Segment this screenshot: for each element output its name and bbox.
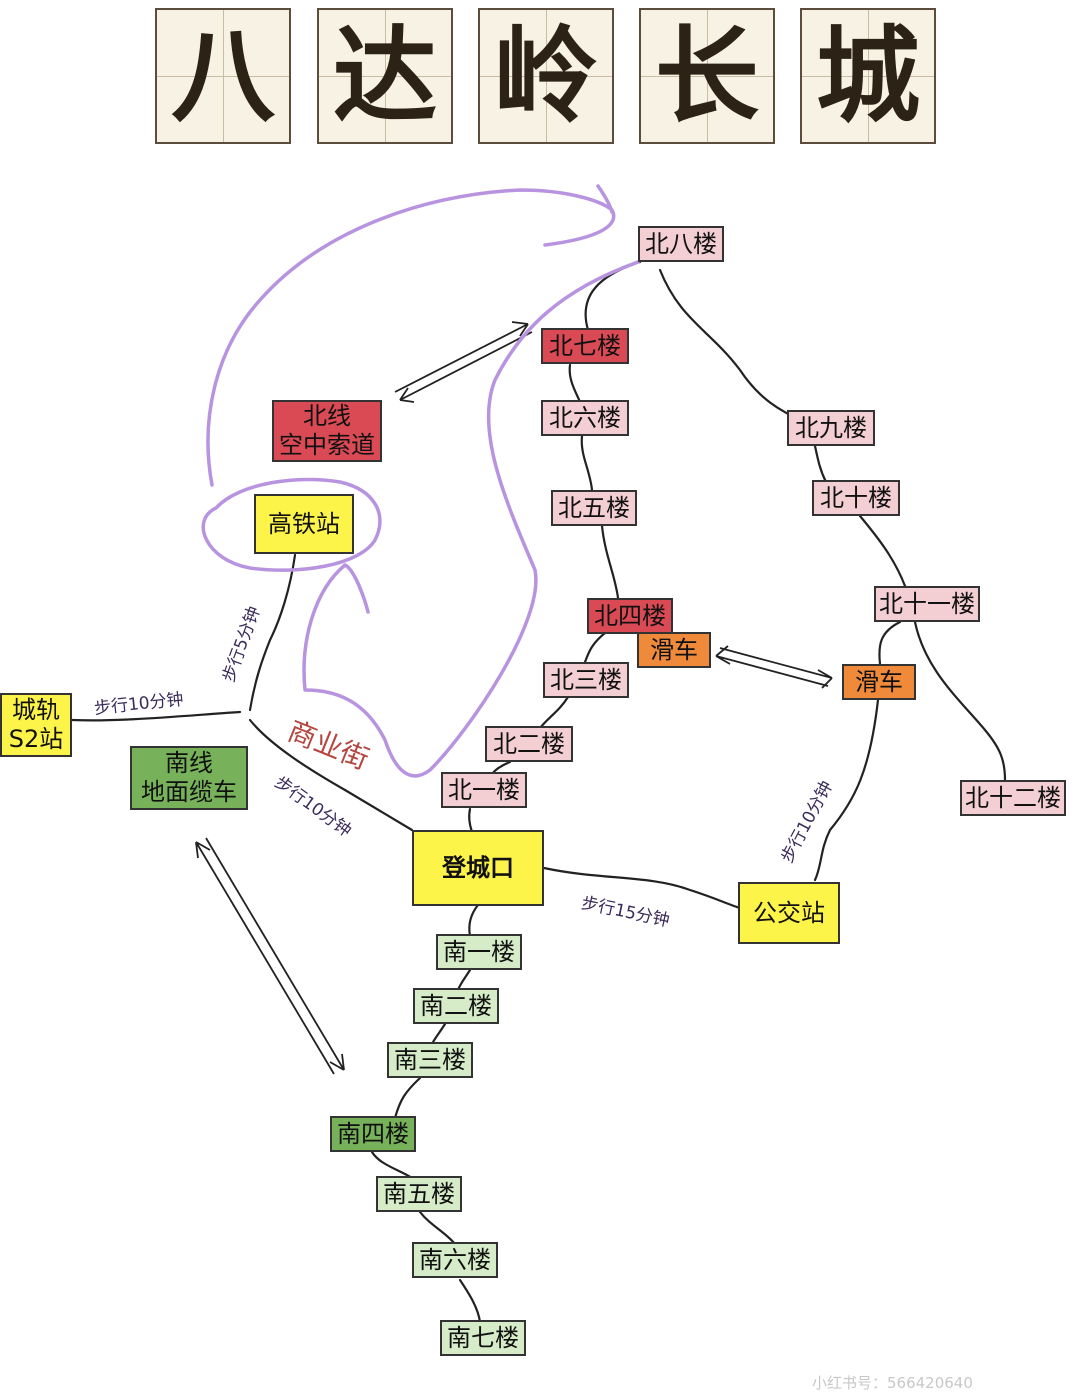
tower-south-7: 南七楼 — [440, 1320, 526, 1356]
tower-north-3: 北三楼 — [543, 662, 629, 698]
tower-north-9: 北九楼 — [787, 410, 875, 446]
path-n3-n2 — [538, 695, 570, 730]
path-s6-s7 — [458, 1278, 482, 1324]
title-char-4: 长 — [639, 8, 775, 144]
tower-north-5: 北五楼 — [551, 490, 637, 526]
tower-north-1: 北一楼 — [441, 772, 527, 808]
path-slide2-bus — [813, 698, 880, 882]
path-s1-s2 — [456, 968, 472, 992]
south-cableway: 南线 地面缆车 — [130, 746, 248, 810]
tower-north-11: 北十一楼 — [874, 586, 980, 622]
tower-north-2: 北二楼 — [485, 726, 573, 762]
title-row: 八 达 岭 长 城 — [0, 0, 1080, 160]
arrow-north-cable — [394, 321, 533, 403]
path-s3-s4 — [393, 1076, 422, 1120]
tower-north-6: 北六楼 — [541, 400, 629, 436]
path-n5-n4 — [600, 524, 620, 600]
high-speed-rail-station: 高铁站 — [254, 494, 354, 554]
path-n6-n5 — [580, 434, 594, 492]
arrow-south-cable — [195, 837, 345, 1075]
tower-south-4: 南四楼 — [330, 1116, 416, 1152]
path-n11-slide2 — [878, 620, 902, 666]
highlight-inner-route — [302, 260, 640, 778]
path-n10-n11 — [858, 514, 907, 588]
path-s2-junction — [70, 710, 242, 722]
tower-north-10: 北十楼 — [812, 480, 900, 516]
arrow-slide — [715, 645, 833, 689]
title-char-3: 岭 — [478, 8, 614, 144]
slide-station-1: 滑车 — [637, 632, 711, 668]
tower-south-6: 南六楼 — [412, 1242, 498, 1278]
path-s5-s6 — [418, 1210, 457, 1246]
path-entrance-s1 — [468, 903, 480, 938]
tower-south-5: 南五楼 — [376, 1176, 462, 1212]
title-char-1: 八 — [155, 8, 291, 144]
path-n9-n10 — [813, 444, 828, 484]
tower-north-7: 北七楼 — [541, 328, 629, 364]
tower-south-1: 南一楼 — [436, 934, 522, 970]
tower-north-8: 北八楼 — [638, 226, 724, 262]
tower-south-3: 南三楼 — [387, 1042, 473, 1078]
path-n7-n6 — [568, 363, 582, 404]
highlight-loop — [206, 188, 616, 487]
slide-station-2: 滑车 — [842, 664, 916, 700]
title-char-5: 城 — [800, 8, 936, 144]
path-n11-n12 — [913, 620, 1007, 782]
path-junction-entrance — [248, 718, 414, 832]
tower-north-4: 北四楼 — [587, 598, 673, 634]
watermark: 小红书号：566420640 — [812, 1374, 973, 1392]
highlight-circle — [201, 477, 382, 572]
north-cableway: 北线 空中索道 — [272, 400, 382, 462]
path-n8-n9 — [658, 268, 802, 422]
path-entrance-bus — [542, 866, 742, 910]
path-n1-entrance — [468, 807, 474, 834]
tower-south-2: 南二楼 — [413, 988, 499, 1024]
path-s2-s3 — [430, 1022, 447, 1046]
bus-station: 公交站 — [738, 882, 840, 944]
path-n4-n3 — [583, 631, 607, 664]
title-char-2: 达 — [317, 8, 453, 144]
path-hsr-junction — [248, 553, 297, 712]
tower-north-12: 北十二楼 — [960, 780, 1066, 816]
s2-light-rail-station: 城轨 S2站 — [0, 693, 72, 757]
highlight-arrow-head — [596, 184, 614, 214]
path-s4-s5 — [370, 1150, 414, 1180]
entrance-gate: 登城口 — [412, 830, 544, 906]
